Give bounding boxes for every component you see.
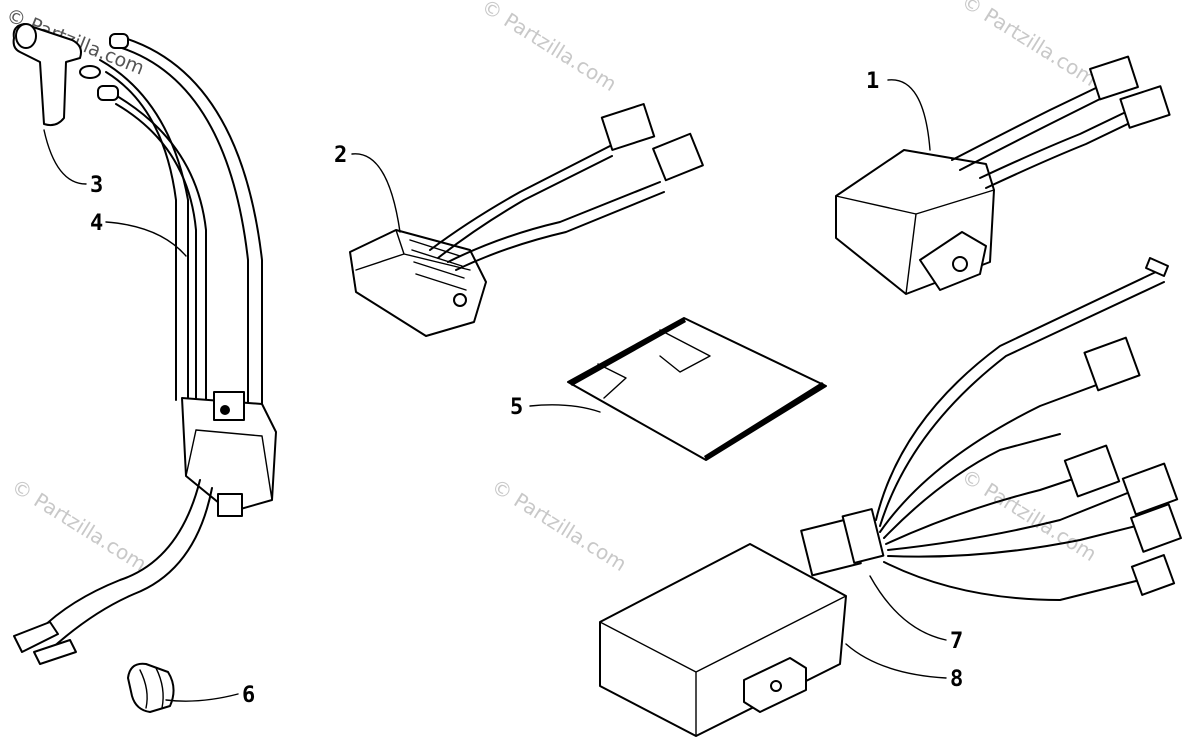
decal-pad <box>567 317 827 461</box>
watermark: © Partzilla.com <box>487 474 631 576</box>
lead-wire <box>115 103 197 401</box>
leader-3 <box>43 129 87 185</box>
leader-6 <box>165 693 239 702</box>
leader-5 <box>529 404 601 413</box>
connector <box>1119 85 1171 129</box>
callout-3: 3 <box>90 173 103 198</box>
spark-plug-cap-end <box>15 23 37 49</box>
leader-2 <box>351 153 401 233</box>
callout-8: 8 <box>950 667 963 692</box>
wiring-harness <box>800 257 1182 601</box>
callout-6: 6 <box>242 683 255 708</box>
connector <box>1089 55 1139 101</box>
leader-4 <box>105 221 187 257</box>
coil-wire <box>49 487 213 651</box>
lead-wire <box>99 59 189 401</box>
watermark: © Partzilla.com <box>957 0 1101 91</box>
leader-lines <box>43 79 947 702</box>
connector <box>600 103 656 151</box>
spark-plug-boot-ring <box>79 65 101 79</box>
watermark: © Partzilla.com <box>477 0 621 96</box>
ignition-coil-assembly <box>12 23 277 665</box>
lead-wire <box>109 91 207 401</box>
lead-wire <box>121 47 249 411</box>
lead-end <box>109 33 129 49</box>
bullet-connector <box>33 639 77 665</box>
cdi-box <box>835 55 1171 295</box>
control-box <box>599 543 847 737</box>
callout-labels: 1 2 3 4 5 6 7 8 <box>90 69 963 708</box>
lead-end <box>97 85 119 101</box>
wire-clip <box>127 662 175 713</box>
bullet-connector <box>13 621 59 653</box>
callout-4: 4 <box>90 211 103 236</box>
callout-2: 2 <box>334 143 347 168</box>
coil-wire <box>39 479 201 631</box>
callout-7: 7 <box>950 629 963 654</box>
voltage-regulator <box>349 103 704 337</box>
leader-1 <box>887 79 931 151</box>
leader-7 <box>869 575 947 641</box>
callout-1: 1 <box>866 69 879 94</box>
callout-5: 5 <box>510 395 523 420</box>
connector <box>652 132 704 182</box>
coil-terminal <box>213 391 245 421</box>
watermark: © Partzilla.com <box>7 474 151 576</box>
leader-8 <box>845 643 947 679</box>
coil-mount <box>217 493 243 517</box>
lead-wire <box>105 71 177 401</box>
lead-wire <box>117 35 263 411</box>
